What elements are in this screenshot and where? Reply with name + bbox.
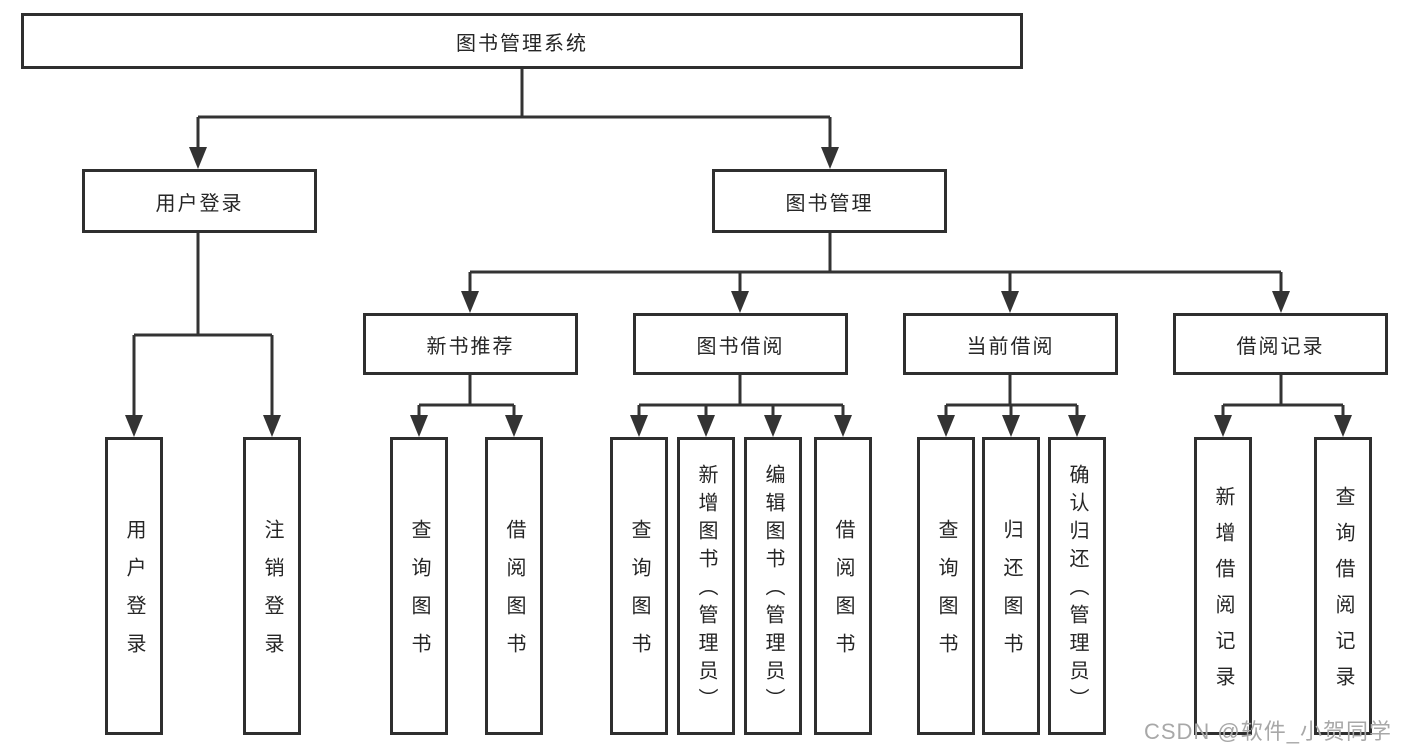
arrowhead [1334, 415, 1352, 437]
node-label: 归还图书 [1000, 519, 1022, 671]
node-label: 注销登录 [261, 519, 283, 671]
arrowhead [263, 415, 281, 437]
arrowhead [834, 415, 852, 437]
node-bb-edit-books-admin: 编辑图书（管理员） [744, 437, 802, 735]
arrowhead [1001, 291, 1019, 313]
arrowhead [1002, 415, 1020, 437]
arrowhead [461, 291, 479, 313]
edge-line [1221, 375, 1345, 418]
edge-new-books-children [410, 375, 523, 437]
edge-line [468, 233, 1283, 294]
edge-line [944, 375, 1079, 418]
arrowhead [1068, 415, 1086, 437]
node-label: 确认归还（管理员） [1066, 464, 1088, 716]
node-label: 借阅图书 [832, 519, 854, 671]
edge-line [132, 233, 274, 418]
node-br-add-record: 新增借阅记录 [1194, 437, 1252, 735]
node-user-login: 用户登录 [82, 169, 317, 233]
node-label: 新增借阅记录 [1212, 486, 1234, 702]
edge-user-login-children [125, 233, 281, 437]
node-label: 新增图书（管理员） [695, 464, 717, 716]
node-book-management: 图书管理 [712, 169, 947, 233]
edge-line [417, 375, 516, 418]
edge-records-children [1214, 375, 1352, 437]
node-borrow-records: 借阅记录 [1173, 313, 1388, 375]
node-logout: 注销登录 [243, 437, 301, 735]
node-cb-confirm-return-admin: 确认归还（管理员） [1048, 437, 1106, 735]
node-label: 查询图书 [408, 519, 430, 671]
arrowhead [630, 415, 648, 437]
node-book-borrow: 图书借阅 [633, 313, 848, 375]
arrowhead [410, 415, 428, 437]
node-bb-add-books-admin: 新增图书（管理员） [677, 437, 735, 735]
arrowhead [189, 147, 207, 169]
node-nb-borrow-books: 借阅图书 [485, 437, 543, 735]
node-nb-query-books: 查询图书 [390, 437, 448, 735]
arrowhead [697, 415, 715, 437]
arrowhead [821, 147, 839, 169]
arrowhead [1272, 291, 1290, 313]
node-bb-borrow-books: 借阅图书 [814, 437, 872, 735]
edge-root-to-level2 [189, 69, 839, 169]
edge-line [637, 375, 845, 418]
node-root: 图书管理系统 [21, 13, 1023, 69]
arrowhead [505, 415, 523, 437]
node-br-query-record: 查询借阅记录 [1314, 437, 1372, 735]
arrowhead [125, 415, 143, 437]
node-cb-query-books: 查询图书 [917, 437, 975, 735]
node-label: 查询图书 [935, 519, 957, 671]
arrowhead [764, 415, 782, 437]
node-cb-return-books: 归还图书 [982, 437, 1040, 735]
node-current-borrow: 当前借阅 [903, 313, 1118, 375]
edge-book-borrow-children [630, 375, 852, 437]
edge-line [196, 69, 832, 150]
csdn-watermark: CSDN @软件_小贺同学 [1143, 719, 1392, 744]
arrowhead [1214, 415, 1232, 437]
node-label: 查询图书 [628, 519, 650, 671]
node-label: 编辑图书（管理员） [762, 464, 784, 716]
node-label: 查询借阅记录 [1332, 486, 1354, 702]
edge-current-borrow-children [937, 375, 1086, 437]
arrowhead [731, 291, 749, 313]
arrowhead [937, 415, 955, 437]
node-label: 用户登录 [123, 519, 145, 671]
node-new-book-recommend: 新书推荐 [363, 313, 578, 375]
edge-book-mgmt-children [461, 233, 1290, 313]
node-bb-query-books: 查询图书 [610, 437, 668, 735]
node-label: 借阅图书 [503, 519, 525, 671]
node-user-login-leaf: 用户登录 [105, 437, 163, 735]
